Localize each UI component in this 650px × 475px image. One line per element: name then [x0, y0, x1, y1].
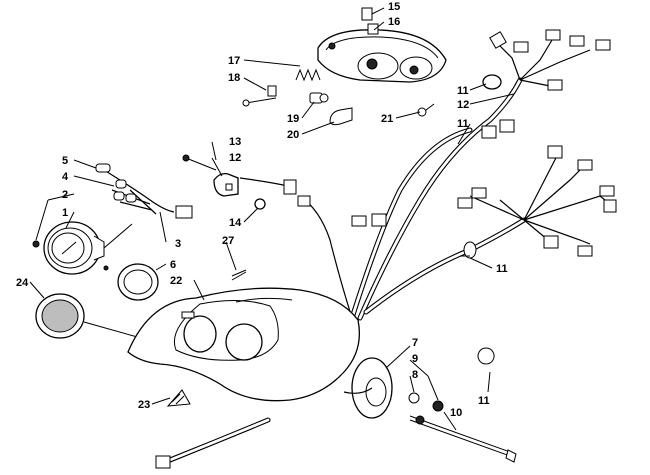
small-bulb	[417, 103, 435, 117]
callout-10: 10	[450, 407, 462, 419]
instrument-pod	[127, 269, 361, 407]
spring	[295, 68, 321, 82]
callout-22: 20	[287, 129, 299, 141]
callout-24: 22	[170, 275, 182, 287]
bulb	[309, 92, 329, 104]
callout-20: 18	[228, 72, 240, 84]
callout-labels: 15 16 17 18 19 20 21 11 12 11 13 12 14 5…	[16, 1, 508, 419]
callout-23: 21	[381, 113, 393, 125]
speedometer-gauge	[32, 163, 193, 275]
wiring-harness	[349, 29, 617, 321]
bezel-ring	[117, 263, 159, 301]
gauge-lens	[35, 293, 149, 341]
callout-9: 9	[412, 353, 418, 365]
callout-8: 8	[412, 369, 418, 381]
callout-27: 27	[222, 235, 234, 247]
callout-2: 2	[62, 189, 68, 201]
speedometer-drive	[343, 347, 517, 463]
callout-11-top: 11	[457, 85, 469, 97]
callout-13: 11	[457, 118, 469, 130]
callout-4: 4	[62, 171, 69, 183]
callout-12: 12	[457, 99, 469, 111]
lower-cable	[155, 417, 271, 469]
callout-17: 15	[388, 1, 400, 13]
callout-19: 17	[228, 55, 240, 67]
callout-6: 6	[170, 259, 176, 271]
callout-7: 7	[412, 337, 418, 349]
callout-5: 5	[62, 155, 68, 167]
callout-26: 24	[16, 277, 29, 289]
callout-11-bottom: 11	[478, 395, 490, 407]
callout-16: 14	[229, 217, 242, 229]
callout-15: 13	[229, 136, 241, 148]
callout-18: 16	[388, 16, 400, 28]
socket	[329, 107, 353, 126]
callout-25: 23	[138, 399, 150, 411]
adjuster-pin	[242, 85, 277, 107]
handlebar-switch	[182, 154, 353, 319]
callout-3: 3	[175, 238, 181, 250]
callout-1: 1	[62, 207, 68, 219]
headlight-assembly	[317, 7, 447, 83]
leader-lines	[29, 7, 515, 431]
callout-14: 12	[229, 152, 241, 164]
callout-21: 19	[287, 113, 299, 125]
callout-11-right: 11	[496, 263, 508, 275]
